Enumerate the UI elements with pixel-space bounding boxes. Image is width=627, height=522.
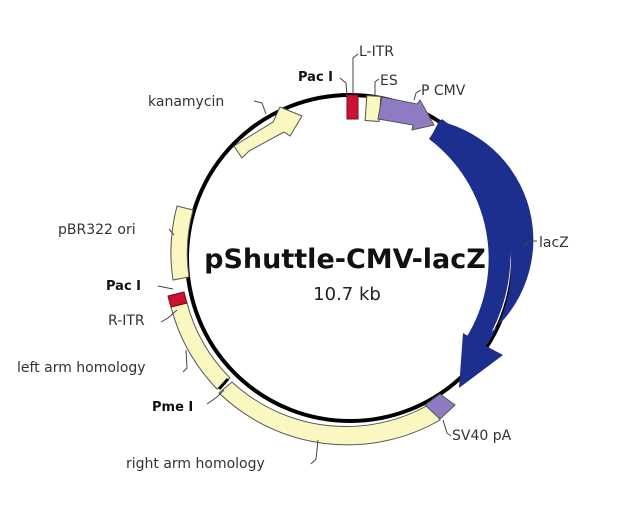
right-arm-homology-segment xyxy=(218,381,441,446)
pac-left-leader xyxy=(157,285,174,290)
pac-i-left-label: Pac I xyxy=(106,279,141,294)
pbr322-ori-label: pBR322 ori xyxy=(58,222,136,238)
pac-i-top-label: Pac I xyxy=(298,70,333,85)
sv40-pa-label: SV40 pA xyxy=(452,428,512,444)
l-itr-label: L-ITR xyxy=(359,44,394,60)
lacz-label: lacZ xyxy=(539,235,569,251)
right-arm-leader xyxy=(310,439,319,465)
pme-i-site-mark xyxy=(217,377,230,391)
r-itr-segment xyxy=(167,291,188,308)
p-cmv-arrow xyxy=(377,96,435,131)
pbr322-ori-segment xyxy=(170,205,194,281)
plasmid-size: 10.7 kb xyxy=(313,284,381,305)
p-cmv-leader xyxy=(413,89,422,101)
pme-leader xyxy=(206,389,225,405)
pme-i-label: Pme I xyxy=(152,400,193,415)
kanamycin-arrow xyxy=(233,106,303,159)
kanamycin-label: kanamycin xyxy=(148,94,224,110)
lacz-arrow xyxy=(430,121,534,388)
left-arm-homology-label: left arm homology xyxy=(17,360,146,376)
left-arm-homology-segment xyxy=(170,302,231,390)
p-cmv-label: P CMV xyxy=(421,83,466,99)
lacz-arrow-body xyxy=(429,119,511,348)
left-arm-leader xyxy=(182,349,188,373)
lacz-leader xyxy=(522,240,537,248)
l-itr-leader xyxy=(352,53,359,94)
es-leader xyxy=(374,78,380,96)
l-itr-segment xyxy=(346,94,359,120)
pbr322-leader xyxy=(168,228,175,236)
right-arm-homology-label: right arm homology xyxy=(126,456,265,472)
kanamycin-leader xyxy=(253,100,267,115)
es-label: ES xyxy=(380,73,398,89)
pac-top-leader xyxy=(339,77,348,97)
sv40-leader xyxy=(442,419,452,437)
plasmid-name: pShuttle-CMV-lacZ xyxy=(204,244,486,275)
sv40-pa-segment xyxy=(424,393,456,420)
r-itr-leader xyxy=(160,309,178,323)
r-itr-label: R-ITR xyxy=(108,313,145,329)
